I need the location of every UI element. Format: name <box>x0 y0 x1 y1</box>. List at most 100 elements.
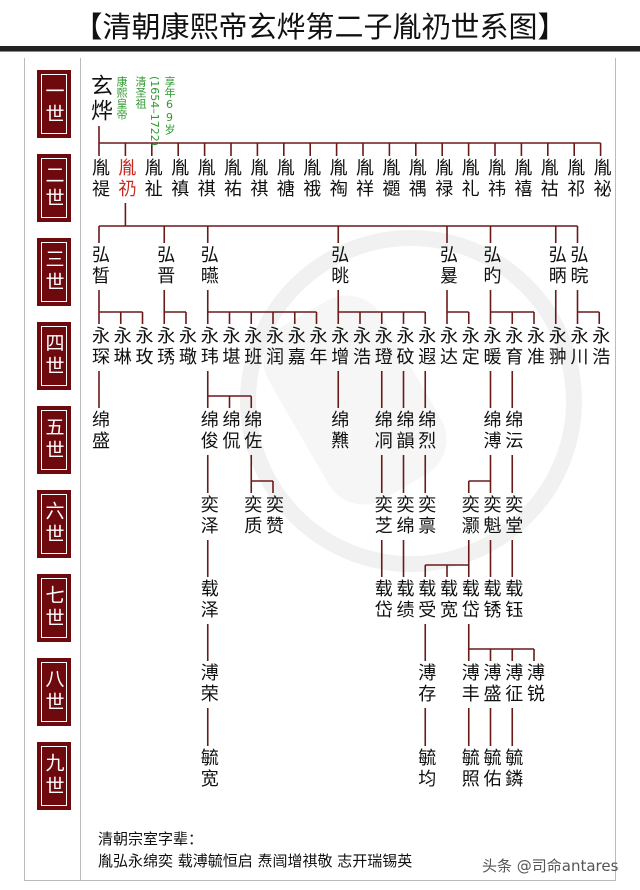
person-name: 奕绵 <box>393 495 415 537</box>
person-name: 弘曣 <box>197 245 219 287</box>
person-name: 永准 <box>524 326 545 368</box>
person-name: 毓鏻 <box>502 748 524 790</box>
ancestor-note-age: 享年69岁 <box>163 76 176 135</box>
person-name: 永嘉 <box>284 326 306 368</box>
generation-label-text: 九世 <box>41 746 67 806</box>
generation-label: 三世 <box>37 238 71 306</box>
generation-label-text: 六世 <box>41 494 67 554</box>
person-name: 胤祺 <box>194 158 216 200</box>
person-name: 胤祐 <box>221 158 242 200</box>
person-name: 永琇 <box>154 326 176 368</box>
person-name: 毓佑 <box>480 748 502 790</box>
generation-label: 五世 <box>37 406 71 474</box>
person-name: 胤礼 <box>458 158 480 200</box>
person-name: 永璥 <box>176 326 197 368</box>
person-name: 奕魁 <box>480 495 502 537</box>
title-rule <box>0 46 640 52</box>
person-name: 绵俊 <box>197 410 219 452</box>
person-name: 胤禟 <box>273 158 295 200</box>
person-name: 永达 <box>437 326 458 368</box>
footer-heading: 清朝宗室字辈： <box>98 830 204 848</box>
generation-label: 一世 <box>37 70 71 138</box>
person-name: 胤祺 <box>247 158 269 200</box>
person-name: 永川 <box>567 326 589 368</box>
person-name: 载钰 <box>502 579 524 621</box>
ancestor-note-years: (1654–1722) <box>148 76 161 147</box>
label-divider <box>80 58 81 880</box>
person-name: 溥荣 <box>197 663 219 705</box>
person-name: 永遐 <box>415 326 437 368</box>
person-name: 胤祁 <box>564 158 586 200</box>
page-title: 【清朝康熙帝玄烨第二子胤礽世系图】 <box>73 10 567 44</box>
person-name: 胤禔 <box>89 158 110 200</box>
person-name: 永润 <box>263 326 284 368</box>
person-name: 胤祕 <box>590 158 612 200</box>
person-name: 奕禀 <box>415 495 437 537</box>
person-name: 奕芝 <box>371 495 393 537</box>
generation-label: 二世 <box>37 154 71 222</box>
ancestor-note-title: 康熙皇帝 <box>115 76 128 120</box>
person-name: 胤祥 <box>353 158 374 200</box>
generation-label-text: 四世 <box>41 326 67 386</box>
person-name: 弘晋 <box>154 245 176 287</box>
person-name: 溥存 <box>415 663 437 705</box>
person-name: 永堪 <box>219 326 241 368</box>
person-name: 弘旳 <box>480 245 502 287</box>
person-name: 奕赞 <box>263 495 284 537</box>
person-name: 永琛 <box>89 326 110 368</box>
generation-label: 九世 <box>37 742 71 810</box>
person-name: 溥丰 <box>458 663 480 705</box>
person-name: 胤禄 <box>432 158 454 200</box>
person-name: 胤祎 <box>485 158 506 200</box>
ancestor-note-temple: 清圣祖 <box>134 76 147 109</box>
person-name: 永增 <box>328 326 350 368</box>
person-name: 胤禵 <box>379 158 401 200</box>
person-name: 绵沄 <box>502 410 524 452</box>
person-name: 溥征 <box>502 663 524 705</box>
person-name: 奕灏 <box>458 495 480 537</box>
person-name: 载泽 <box>197 579 219 621</box>
person-name: 胤禛 <box>168 158 190 200</box>
person-name: 绵盛 <box>89 410 110 452</box>
generation-label-text: 八世 <box>41 662 67 722</box>
person-name: 奕泽 <box>197 495 219 537</box>
person-name: 载绩 <box>393 579 415 621</box>
generation-name-sequence: 胤弘永绵奕 载溥毓恒启 焘闿增祺敬 志开瑞锡英 <box>98 852 413 870</box>
generation-label-text: 二世 <box>41 158 67 218</box>
person-name: 胤祉 <box>141 158 163 200</box>
generation-label-text: 一世 <box>41 74 67 134</box>
person-name: 弘晳 <box>89 245 110 287</box>
person-name: 胤䄉 <box>300 158 322 200</box>
person-name: 胤礽 <box>115 158 137 200</box>
ancestor-name: 玄烨 <box>87 74 112 124</box>
person-name: 载锈 <box>480 579 502 621</box>
generation-label: 七世 <box>37 574 71 642</box>
generation-label-text: 三世 <box>41 242 67 302</box>
person-name: 胤禧 <box>511 158 533 200</box>
generation-label: 六世 <box>37 490 71 558</box>
person-name: 永班 <box>241 326 263 368</box>
person-name: 永琳 <box>110 326 132 368</box>
person-name: 永定 <box>458 326 480 368</box>
person-name: 永翀 <box>545 326 567 368</box>
person-name: 永育 <box>502 326 524 368</box>
person-name: 永浩 <box>350 326 371 368</box>
person-name: 溥锐 <box>524 663 545 705</box>
person-name: 奕堂 <box>502 495 524 537</box>
person-name: 绵溥 <box>480 410 502 452</box>
person-name: 胤祜 <box>537 158 559 200</box>
person-name: 永玫 <box>132 326 154 368</box>
watermark-credit: 头条 @司命antares <box>482 857 619 875</box>
person-name: 胤祹 <box>326 158 348 200</box>
person-name: 载岱 <box>458 579 480 621</box>
person-name: 永年 <box>306 326 328 368</box>
person-name: 永浩 <box>589 326 611 368</box>
generation-label: 八世 <box>37 658 71 726</box>
person-name: 绵韻 <box>393 410 415 452</box>
person-name: 毓照 <box>458 748 480 790</box>
chart-frame <box>24 58 616 881</box>
person-name: 弘昞 <box>545 245 567 287</box>
person-name: 奕质 <box>241 495 263 537</box>
person-name: 弘㬊 <box>437 245 458 287</box>
